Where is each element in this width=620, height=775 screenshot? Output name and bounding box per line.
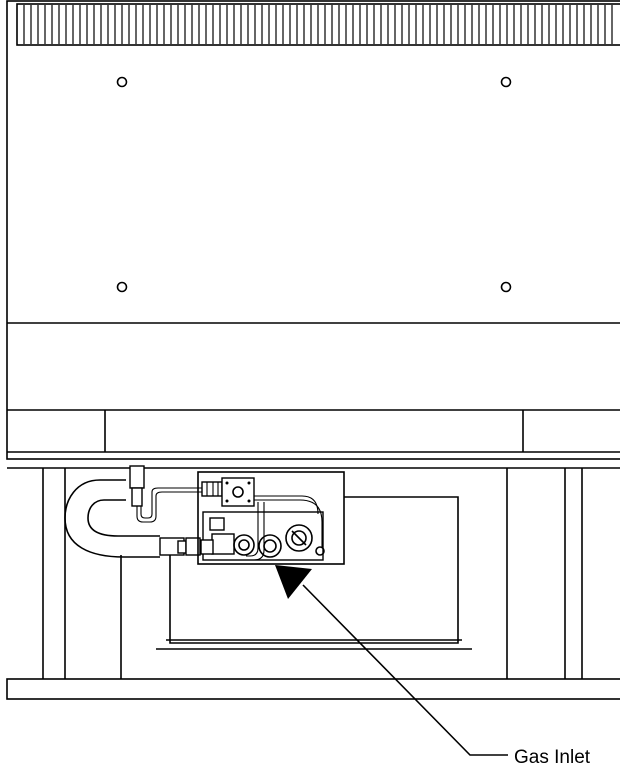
upper-panel (6, 0, 620, 460)
flex-hose (64, 479, 201, 558)
gas-inlet-callout: Gas Inlet (275, 565, 591, 768)
mounting-hole-bottom-right (500, 281, 512, 293)
lower-frame (6, 467, 620, 700)
pilot-tubing (129, 465, 223, 523)
base-rail (6, 678, 620, 700)
callout-leader-line (302, 584, 508, 756)
valve-knob (285, 524, 313, 552)
burner-box (156, 496, 472, 650)
valve-mounting-plate (197, 471, 345, 565)
gas-valve-assembly (197, 471, 345, 565)
gas-inlet-label: Gas Inlet (514, 747, 591, 768)
grille-slats (23, 5, 613, 44)
mounting-holes (116, 76, 512, 293)
mounting-hole-bottom-left (116, 281, 128, 293)
vent-grille (16, 3, 620, 46)
callout-arrowhead (275, 565, 312, 599)
mounting-hole-top-left (116, 76, 128, 88)
mounting-hole-top-right (500, 76, 512, 88)
